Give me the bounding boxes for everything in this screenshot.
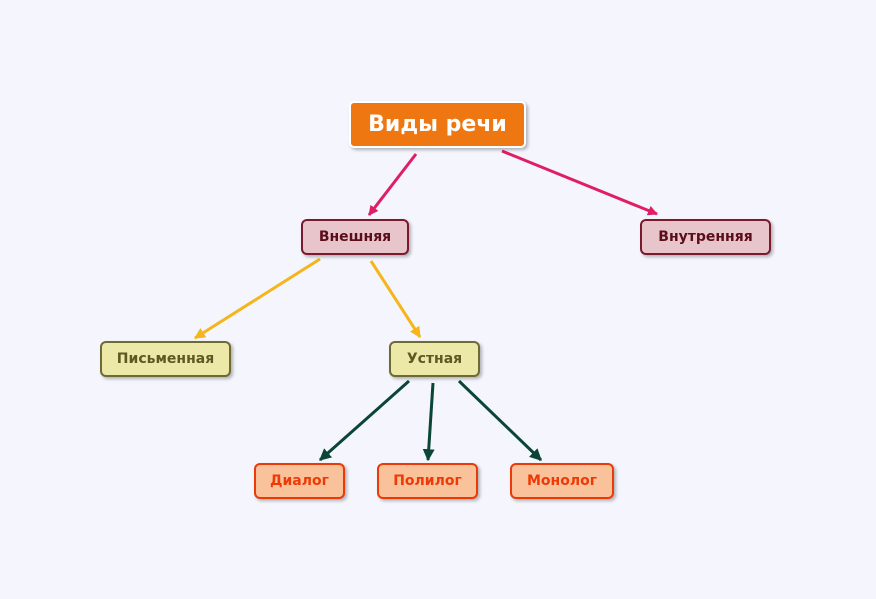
- arrow-oral-to-dialog: [319, 379, 410, 462]
- arrow-external-to-written: [194, 257, 321, 340]
- node-written[interactable]: Письменная: [100, 341, 231, 377]
- node-internal[interactable]: Внутренняя: [640, 219, 771, 255]
- node-external-label: Внешняя: [318, 229, 392, 245]
- arrow-external-to-oral: [369, 260, 422, 338]
- node-internal-label: Внутренняя: [658, 229, 753, 245]
- node-monolog[interactable]: Монолог: [510, 463, 614, 499]
- node-dialog[interactable]: Диалог: [254, 463, 345, 499]
- node-polylog[interactable]: Полилог: [377, 463, 478, 499]
- root-node[interactable]: Виды речи: [349, 101, 526, 148]
- node-monolog-label: Монолог: [526, 473, 598, 489]
- arrow-root-to-internal: [501, 149, 658, 216]
- arrow-oral-to-monolog: [457, 379, 543, 462]
- arrow-oral-to-polylog: [422, 382, 435, 462]
- node-written-label: Письменная: [116, 351, 215, 367]
- node-oral-label: Устная: [406, 351, 463, 367]
- node-oral[interactable]: Устная: [389, 341, 480, 377]
- arrow-root-to-external: [367, 153, 418, 216]
- node-external[interactable]: Внешняя: [301, 219, 409, 255]
- node-polylog-label: Полилог: [393, 473, 462, 489]
- node-dialog-label: Диалог: [270, 473, 329, 489]
- root-node-label: Виды речи: [368, 112, 507, 137]
